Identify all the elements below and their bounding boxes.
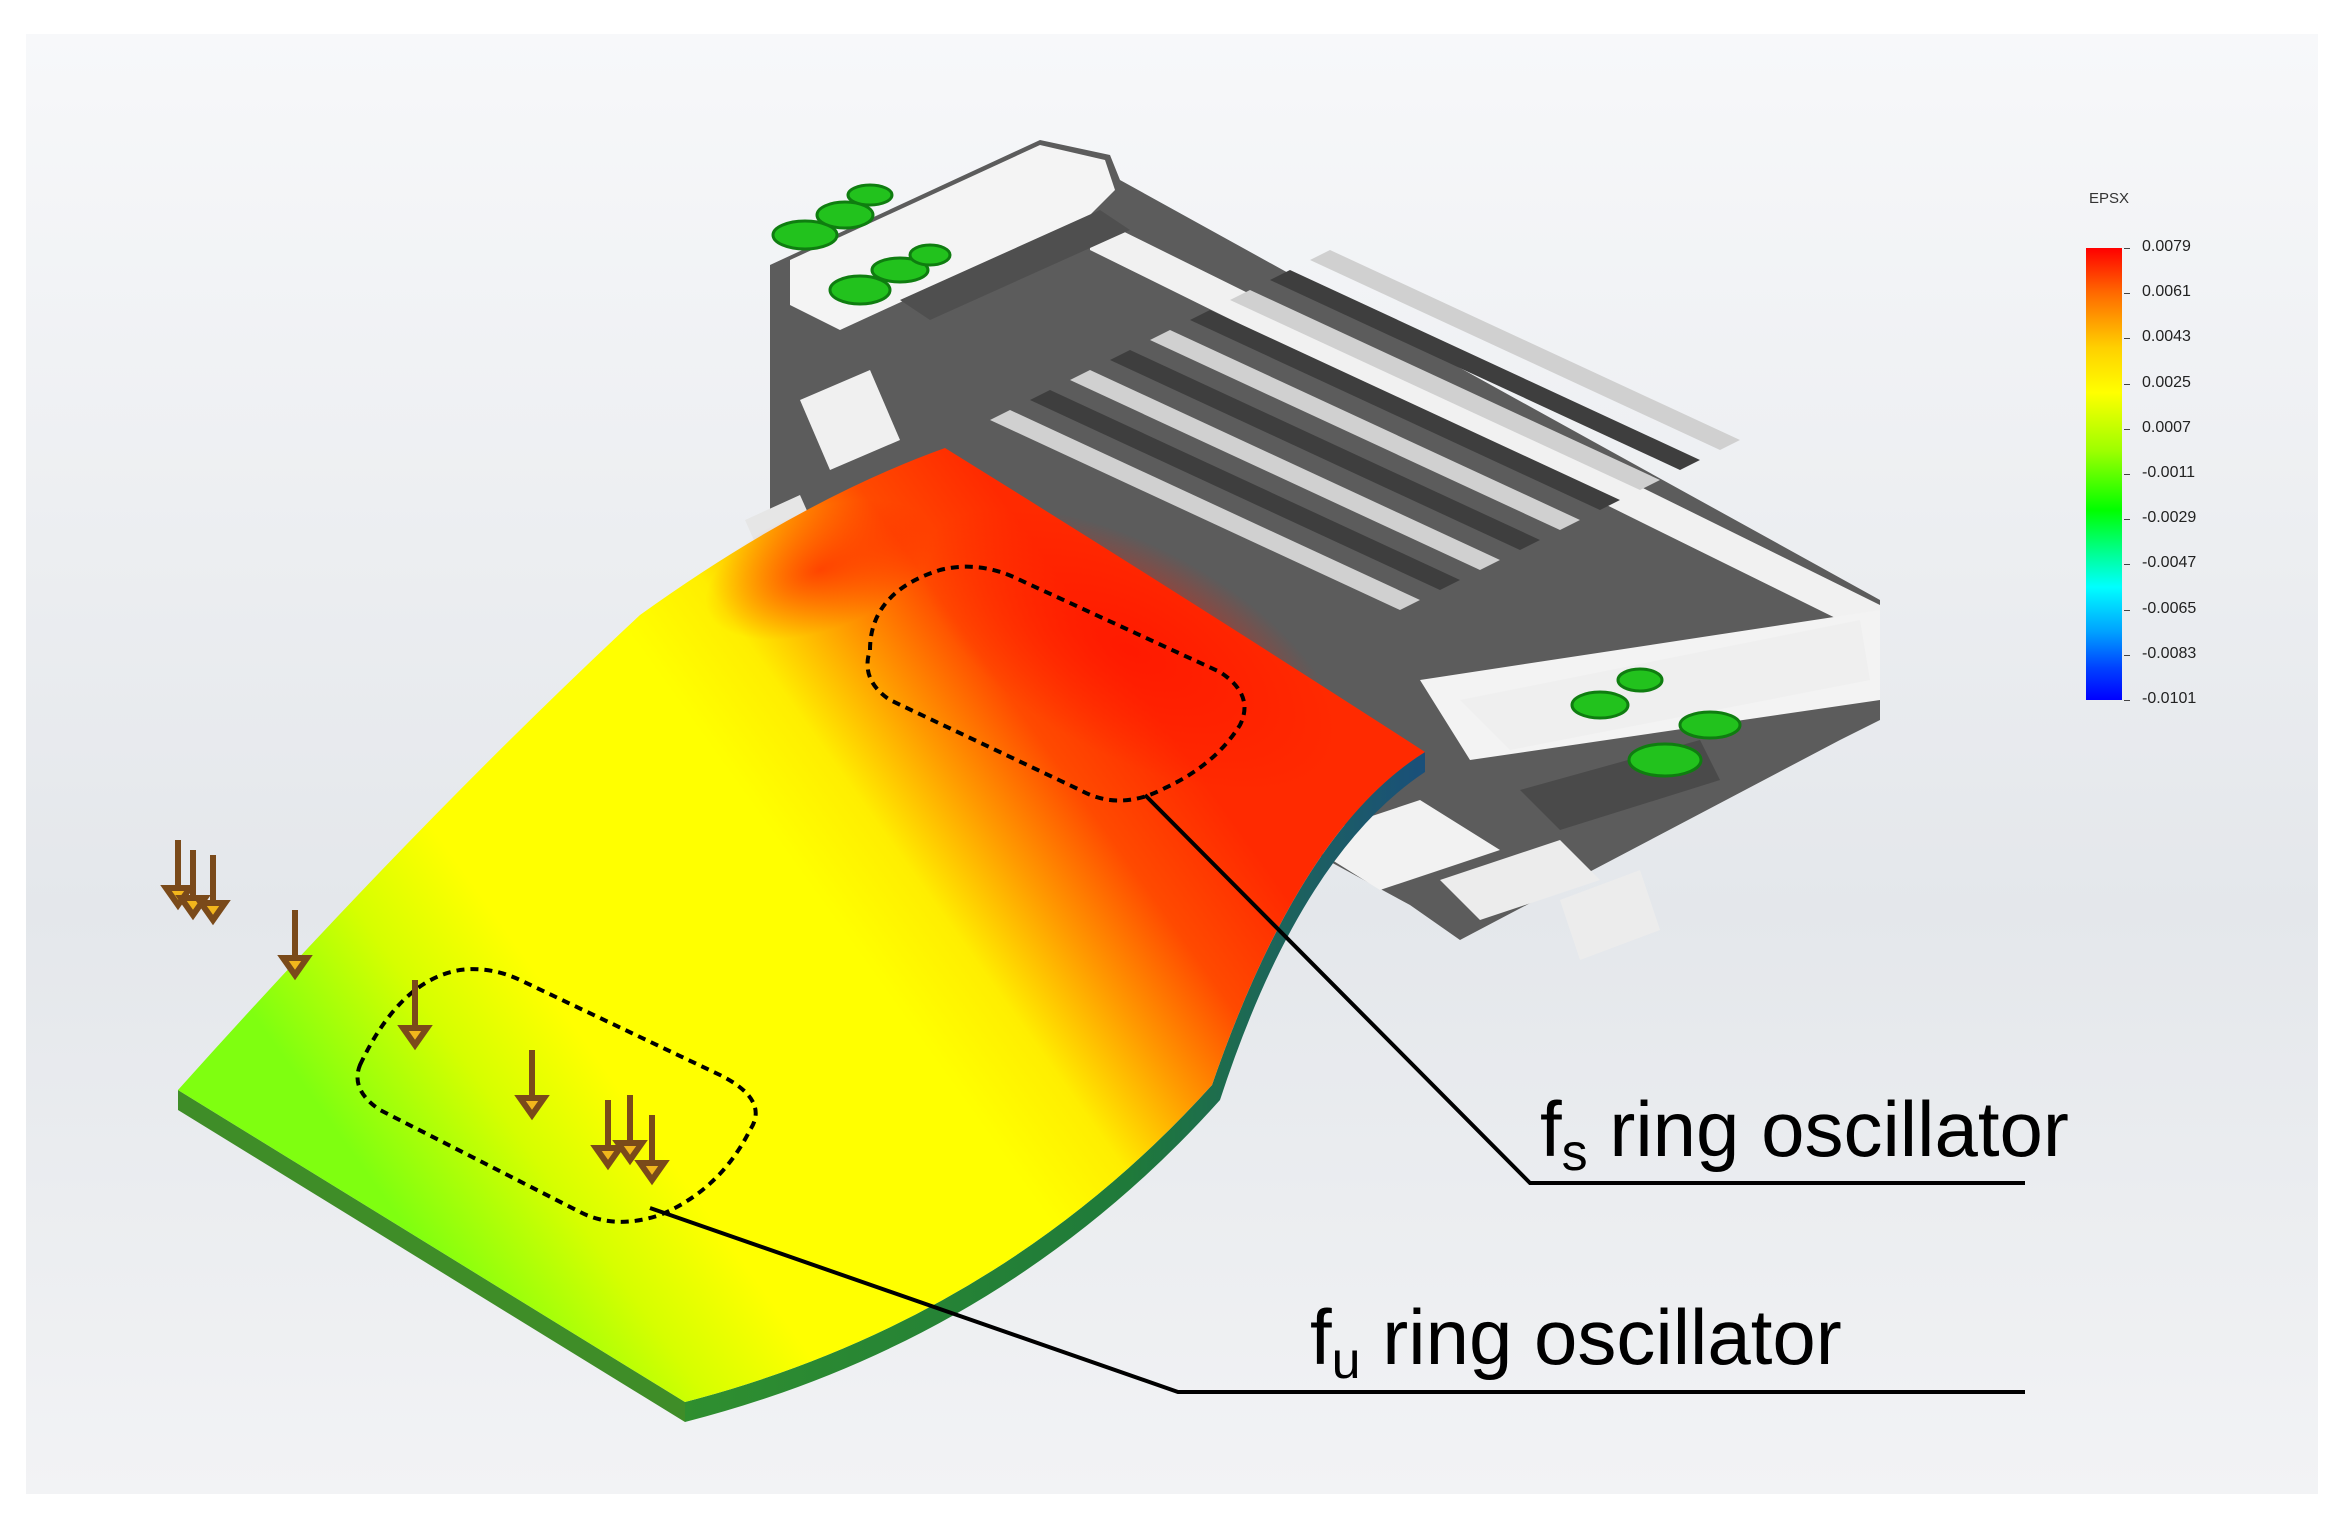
legend-tick-mark <box>2124 428 2130 430</box>
legend-tick-label: -0.0029 <box>2142 509 2197 527</box>
legend-title: EPSX <box>2089 190 2130 207</box>
legend-tick-mark <box>2124 564 2130 566</box>
legend-tick-mark <box>2124 383 2130 385</box>
legend-tick-mark <box>2124 248 2130 249</box>
fu-ring-oscillator-label: fu ring oscillator <box>1310 1293 1842 1390</box>
flexible-strip-side <box>178 1090 685 1422</box>
legend-tick-label: -0.0083 <box>2142 644 2197 662</box>
legend-tick-mark <box>2124 654 2130 656</box>
legend-tick-label: 0.0079 <box>2142 238 2191 255</box>
legend-tick-mark <box>2124 338 2130 340</box>
fu-leader-line <box>649 1206 2025 1394</box>
fu-oscillator-outline <box>355 967 758 1224</box>
connector-pins <box>990 250 1740 610</box>
legend-tick-mark <box>2124 519 2130 521</box>
legend-tick-label: -0.0047 <box>2142 554 2197 572</box>
legend-tick-mark <box>2124 700 2130 701</box>
high-strain-region <box>921 507 1339 793</box>
fs-leader-line <box>1143 793 2025 1185</box>
legend-tick-label: 0.0007 <box>2142 418 2191 436</box>
legend-tick-label: -0.0011 <box>2142 464 2196 481</box>
flexible-strip-edge <box>685 752 1425 1422</box>
legend-tick-label: 0.0025 <box>2142 373 2191 391</box>
fs-ring-oscillator-label: fs ring oscillator <box>1540 1085 2069 1182</box>
fixed-constraint-icon <box>771 183 1742 778</box>
legend-tick-label: 0.0061 <box>2142 283 2191 301</box>
legend-tick-mark <box>2124 474 2130 475</box>
legend-tick-mark <box>2124 609 2130 611</box>
legend-tick-mark <box>2124 293 2130 295</box>
high-strain-region-left <box>705 500 935 640</box>
legend-tick-label: 0.0043 <box>2142 328 2191 346</box>
legend-tick-label: -0.0101 <box>2142 690 2197 707</box>
applied-load-arrows <box>160 840 670 1186</box>
legend-color-bar <box>2086 248 2122 700</box>
fs-oscillator-outline <box>865 564 1247 803</box>
legend-tick-label: -0.0065 <box>2142 599 2197 617</box>
